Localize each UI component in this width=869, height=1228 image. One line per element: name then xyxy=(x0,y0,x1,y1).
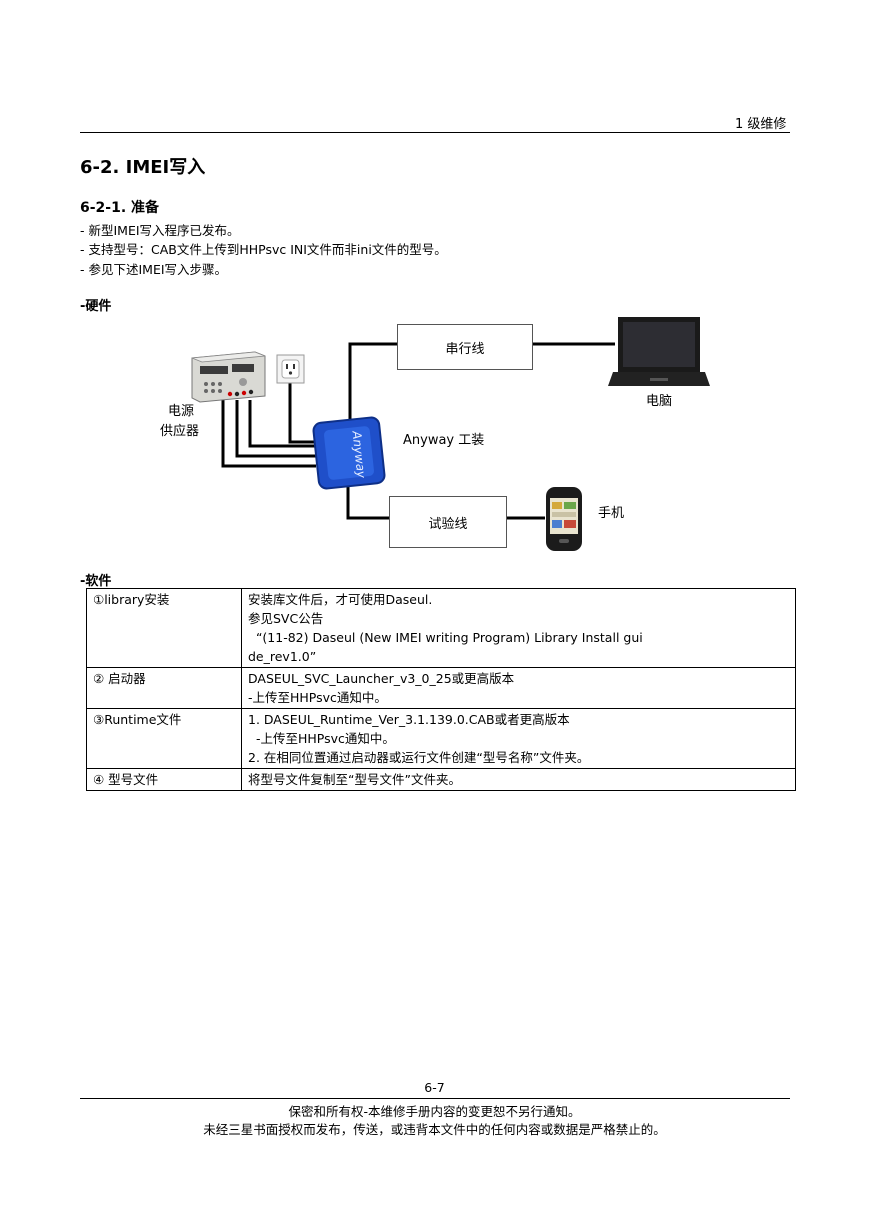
header-section-label: 1 级维修 xyxy=(735,117,787,132)
footer-notice-line2: 未经三星书面授权而发布，传送，或违背本文件中的任何内容或数据是严格禁止的。 xyxy=(203,1122,666,1137)
software-item-name: ③Runtime文件 xyxy=(86,708,242,769)
desc-line: -上传至HHPsvc通知中。 xyxy=(248,690,387,705)
jig-label: Anyway 工装 xyxy=(403,433,485,448)
footer-notice-line1: 保密和所有权-本维修手册内容的变更恕不另行通知。 xyxy=(288,1104,581,1119)
power-outlet-image xyxy=(276,354,305,384)
desc-line: -上传至HHPsvc通知中。 xyxy=(248,731,395,746)
software-item-name: ①library安装 xyxy=(86,588,242,668)
laptop-image xyxy=(608,317,710,386)
software-table: ①library安装 安装库文件后，才可使用Daseul. 参见SVC公告 “(… xyxy=(86,588,796,791)
hardware-diagram: Anyway xyxy=(191,317,710,551)
serial-cable-box: 串行线 xyxy=(397,324,533,370)
desc-line: 1. DASEUL_Runtime_Ver_3.1.139.0.CAB或者更高版… xyxy=(248,712,570,727)
bullet-item: - 参见下述IMEI写入步骤。 xyxy=(80,262,228,277)
software-item-desc: 1. DASEUL_Runtime_Ver_3.1.139.0.CAB或者更高版… xyxy=(241,708,796,769)
test-cable-box: 试验线 xyxy=(389,496,507,548)
header-rule xyxy=(80,132,790,133)
desc-line: 将型号文件复制至“型号文件”文件夹。 xyxy=(248,772,461,787)
footer-rule xyxy=(80,1098,790,1099)
software-item-desc: 将型号文件复制至“型号文件”文件夹。 xyxy=(241,768,796,791)
power-supply-image xyxy=(191,351,266,403)
section-title: 6-2. IMEI写入 xyxy=(80,157,206,178)
test-cable-label: 试验线 xyxy=(428,516,468,532)
software-label: -软件 xyxy=(80,574,112,589)
software-item-name: ② 启动器 xyxy=(86,667,242,709)
bullet-item: - 支持型号：CAB文件上传到HHPsvc INI文件而非ini文件的型号。 xyxy=(80,242,447,257)
software-item-desc: DASEUL_SVC_Launcher_v3_0_25或更高版本 -上传至HHP… xyxy=(241,667,796,709)
pc-label: 电脑 xyxy=(646,394,673,409)
desc-line: 安装库文件后，才可使用Daseul. xyxy=(248,592,433,607)
page-number: 6-7 xyxy=(424,1080,445,1095)
desc-line: DASEUL_SVC_Launcher_v3_0_25或更高版本 xyxy=(248,671,515,686)
table-row: ①library安装 安装库文件后，才可使用Daseul. 参见SVC公告 “(… xyxy=(86,588,796,668)
anyway-jig-image: Anyway xyxy=(312,416,386,490)
power-supply-label: 电源 xyxy=(168,404,195,419)
desc-line: 参见SVC公告 xyxy=(248,611,324,626)
subsection-title: 6-2-1. 准备 xyxy=(80,200,160,216)
phone-image xyxy=(546,487,582,551)
table-row: ④ 型号文件 将型号文件复制至“型号文件”文件夹。 xyxy=(86,768,796,791)
hardware-label: -硬件 xyxy=(80,299,112,314)
desc-line: “(11-82) Daseul (New IMEI writing Progra… xyxy=(248,630,643,645)
table-row: ③Runtime文件 1. DASEUL_Runtime_Ver_3.1.139… xyxy=(86,708,796,769)
serial-cable-label: 串行线 xyxy=(445,341,485,357)
software-item-desc: 安装库文件后，才可使用Daseul. 参见SVC公告 “(11-82) Dase… xyxy=(241,588,796,668)
phone-label: 手机 xyxy=(598,506,625,521)
bullet-item: - 新型IMEI写入程序已发布。 xyxy=(80,223,240,238)
software-item-name: ④ 型号文件 xyxy=(86,768,242,791)
table-row: ② 启动器 DASEUL_SVC_Launcher_v3_0_25或更高版本 -… xyxy=(86,667,796,709)
jig-brand-text: Anyway xyxy=(349,429,368,479)
desc-line: 2. 在相同位置通过启动器或运行文件创建“型号名称”文件夹。 xyxy=(248,750,590,765)
power-supply-label-line2: 供应器 xyxy=(160,424,200,439)
desc-line: de_rev1.0” xyxy=(248,649,317,664)
